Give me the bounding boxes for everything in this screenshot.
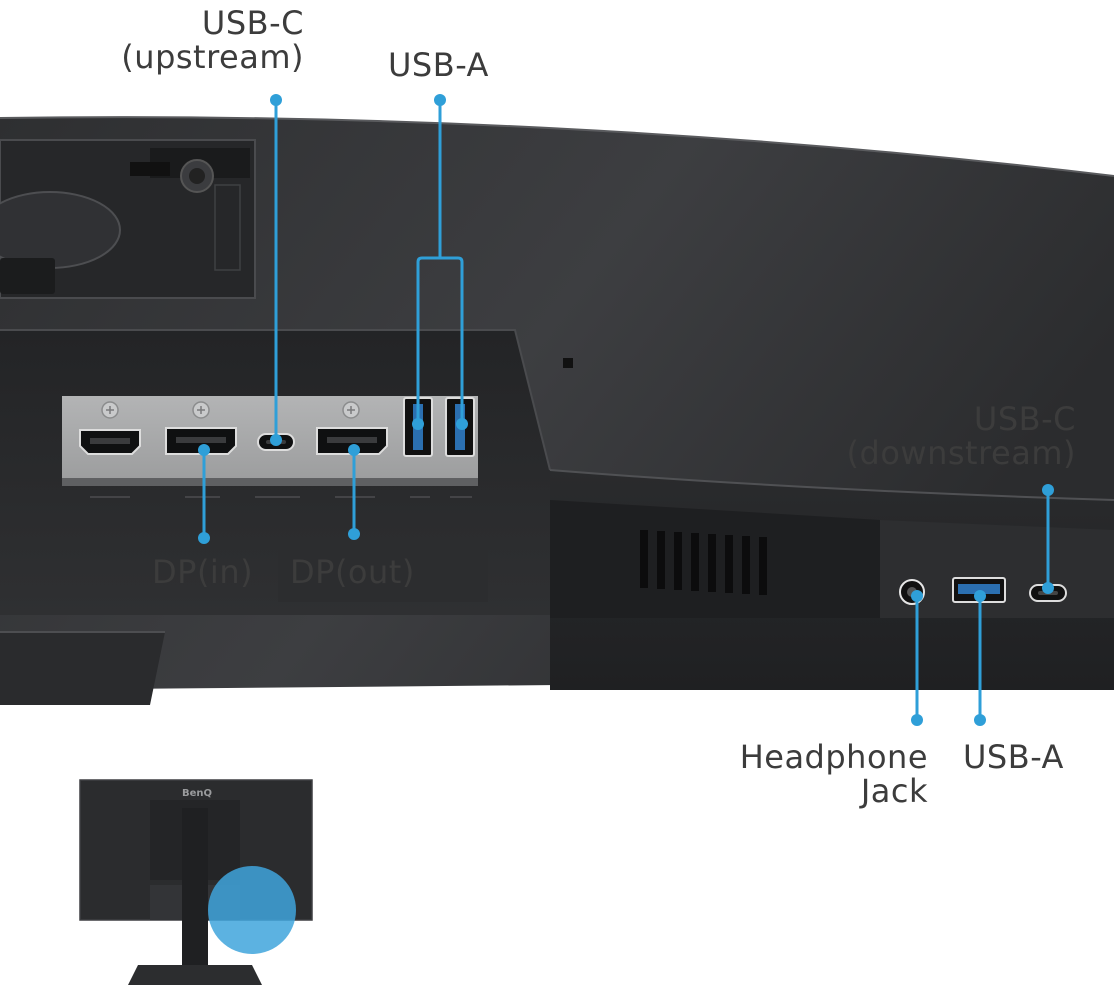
stand-foot	[0, 632, 165, 705]
label-usb-c-upstream-line2: (upstream)	[121, 38, 304, 76]
label-usb-c-downstream-line2: (downstream)	[846, 434, 1076, 472]
label-headphone-jack-line1: Headphone	[739, 738, 928, 776]
label-usb-a-top: USB-A	[388, 48, 489, 82]
label-dp-in: DP(in)	[152, 555, 253, 589]
vent-slots	[640, 530, 767, 595]
label-usb-a-bottom-text: USB-A	[963, 738, 1064, 776]
thumbnail-brand-text: BenQ	[181, 788, 213, 799]
thumbnail-brand-logo: BenQ	[174, 788, 220, 799]
callout-lines	[202, 100, 1050, 720]
label-usb-c-downstream-line1: USB-C	[973, 400, 1076, 438]
label-usb-c-upstream: USB-C (upstream)	[121, 6, 304, 74]
label-headphone-jack: Headphone Jack	[740, 740, 928, 808]
label-usb-a-bottom: USB-A	[963, 740, 1064, 774]
label-usb-a-top-text: USB-A	[388, 46, 489, 84]
label-headphone-jack-line2: Jack	[860, 772, 928, 810]
thumbnail-monitor	[79, 779, 313, 985]
monitor-top-edge	[0, 116, 1114, 177]
label-dp-out-text: DP(out)	[290, 553, 415, 591]
highlight-circle	[208, 866, 296, 954]
label-dp-out: DP(out)	[290, 555, 415, 589]
label-usb-c-upstream-line1: USB-C	[201, 4, 304, 42]
dp-out-port	[316, 427, 388, 455]
hdmi-port	[79, 429, 141, 455]
stand-mount	[0, 139, 256, 299]
label-usb-c-downstream: USB-C (downstream)	[847, 402, 1076, 470]
callout-dots	[198, 94, 1054, 726]
label-dp-in-text: DP(in)	[152, 553, 254, 591]
dp-in-port	[165, 427, 237, 455]
